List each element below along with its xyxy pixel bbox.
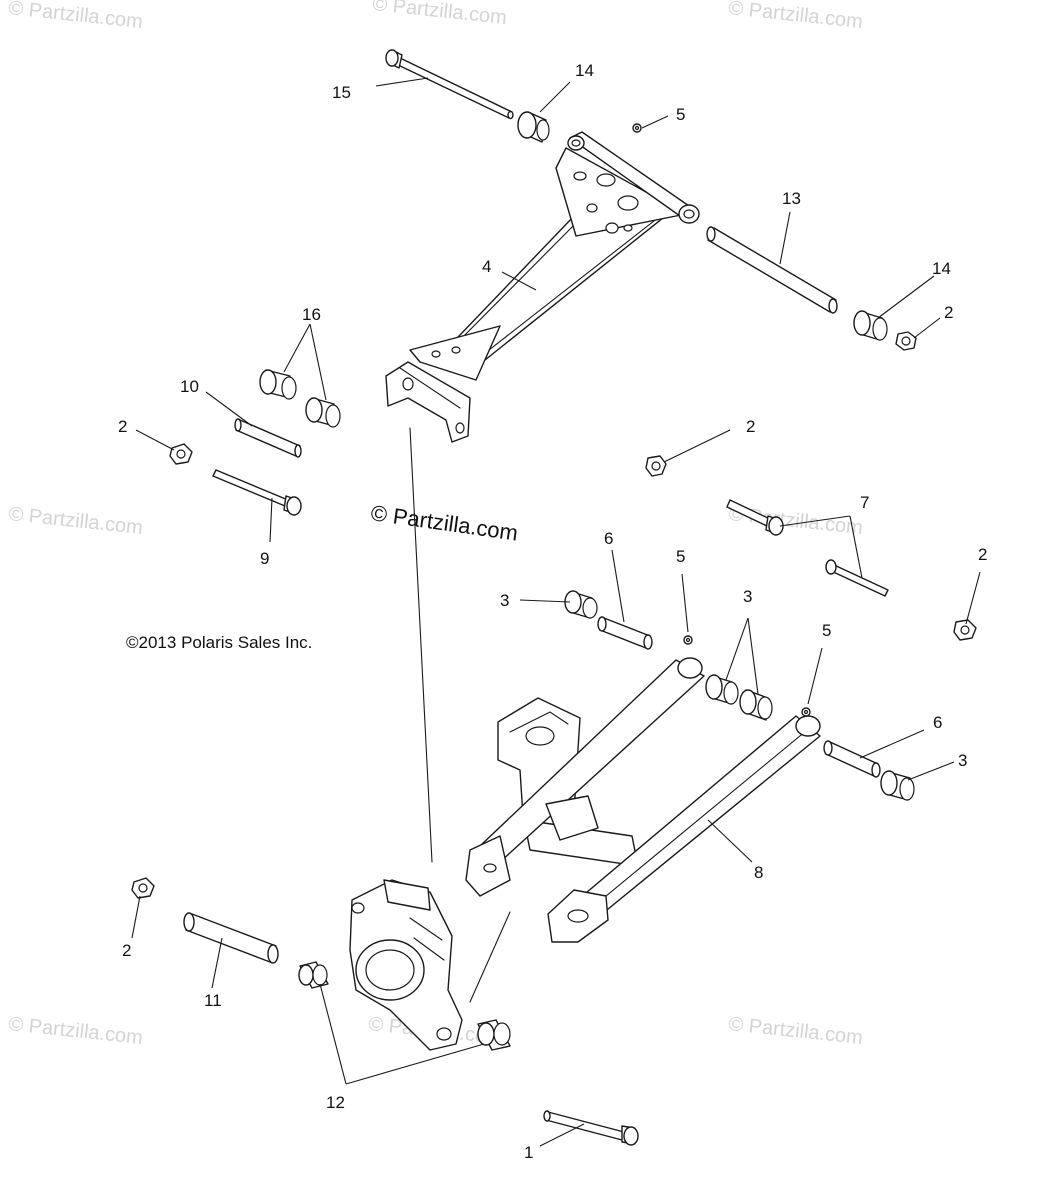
part-3-bushing-center-pair bbox=[705, 674, 773, 721]
part-5-fitting-mid bbox=[683, 635, 693, 645]
watermark-top-center: © Partzilla.com bbox=[371, 0, 507, 29]
copyright-text: ©2013 Polaris Sales Inc. bbox=[126, 633, 312, 652]
part-3-bushing-right bbox=[880, 770, 915, 801]
callout-10: 10 bbox=[180, 377, 199, 396]
callout-5-mid: 5 bbox=[676, 547, 685, 566]
callout-15: 15 bbox=[332, 83, 351, 102]
part-6-sleeve-right bbox=[823, 740, 881, 778]
callouts: 15 14 5 13 4 14 2 16 10 2 2 9 7 2 6 5 3 … bbox=[118, 61, 987, 1162]
callout-2-left: 2 bbox=[118, 417, 127, 436]
callout-14-right: 14 bbox=[932, 259, 951, 278]
watermark-center: © Partzilla.com bbox=[369, 500, 519, 545]
part-2-nut-upper-right bbox=[895, 331, 917, 351]
spindle-knuckle bbox=[349, 879, 463, 1051]
part-2-nut-left bbox=[169, 443, 193, 465]
part-16-bushings bbox=[259, 369, 341, 428]
part-14-bushing-right bbox=[853, 310, 888, 341]
part-14-bushing-top bbox=[517, 111, 550, 143]
callout-14-top: 14 bbox=[575, 61, 594, 80]
callout-2-far-right: 2 bbox=[978, 545, 987, 564]
callout-7: 7 bbox=[860, 493, 869, 512]
watermark-mid-left: © Partzilla.com bbox=[7, 503, 143, 539]
part-15-bolt bbox=[385, 49, 514, 120]
part-11-sleeve bbox=[183, 912, 279, 964]
callout-6-right: 6 bbox=[933, 713, 942, 732]
watermark-bottom-left: © Partzilla.com bbox=[7, 1013, 143, 1049]
callout-3-right: 3 bbox=[958, 751, 967, 770]
callout-3-center: 3 bbox=[743, 587, 752, 606]
callout-12: 12 bbox=[326, 1093, 345, 1112]
watermark-top-left: © Partzilla.com bbox=[7, 0, 143, 33]
part-13-sleeve bbox=[706, 226, 838, 314]
callout-1: 1 bbox=[524, 1143, 533, 1162]
part-4-upper-a-arm bbox=[385, 131, 700, 443]
callout-2-upper-right: 2 bbox=[944, 303, 953, 322]
callout-11: 11 bbox=[204, 991, 222, 1010]
callout-4: 4 bbox=[482, 257, 491, 276]
callout-2-center: 2 bbox=[746, 417, 755, 436]
leader-lines bbox=[131, 77, 981, 1147]
part-8-lower-arm bbox=[465, 657, 821, 943]
callout-5-right: 5 bbox=[822, 621, 831, 640]
part-6-sleeve-left bbox=[597, 616, 653, 650]
watermark-bottom-right: © Partzilla.com bbox=[727, 1013, 863, 1049]
part-5-fitting-right bbox=[801, 707, 811, 717]
callout-5-top: 5 bbox=[676, 105, 685, 124]
callout-16: 16 bbox=[302, 305, 321, 324]
callout-3-left: 3 bbox=[500, 591, 509, 610]
watermark-top-right: © Partzilla.com bbox=[727, 0, 863, 33]
assembly-lines bbox=[409, 427, 511, 1003]
callout-13: 13 bbox=[782, 189, 801, 208]
part-3-bushing-left bbox=[564, 590, 598, 619]
part-1-bolt bbox=[543, 1110, 639, 1146]
part-2-nut-far-right bbox=[953, 619, 977, 641]
part-10-sleeve bbox=[234, 418, 302, 458]
callout-6-left: 6 bbox=[604, 529, 613, 548]
part-2-nut-lower-left bbox=[131, 877, 155, 899]
callout-2-lower-left: 2 bbox=[122, 941, 131, 960]
part-2-nut-center bbox=[645, 455, 667, 477]
part-12-bushings bbox=[298, 961, 511, 1051]
part-5-fitting-top bbox=[632, 123, 642, 133]
callout-8: 8 bbox=[754, 863, 763, 882]
callout-9: 9 bbox=[260, 549, 269, 568]
part-9-bolt bbox=[212, 469, 302, 516]
part-7-bolts bbox=[726, 499, 889, 597]
